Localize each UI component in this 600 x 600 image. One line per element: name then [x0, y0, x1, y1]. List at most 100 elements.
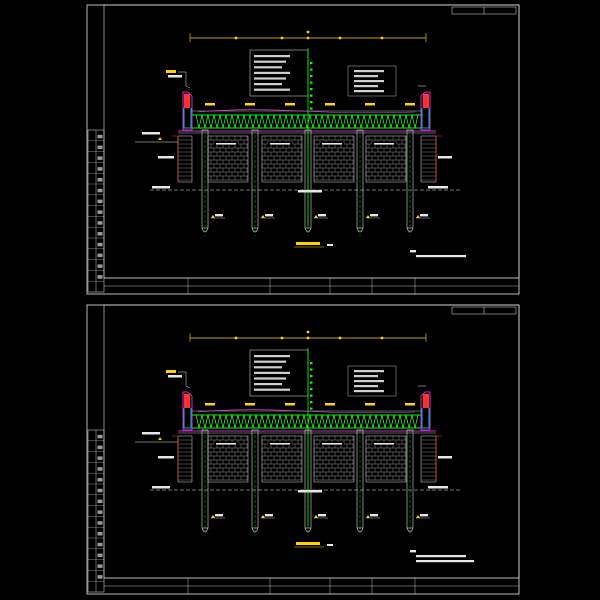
- gridline-marker-icon: [380, 336, 384, 340]
- elevation-marker-icon: [166, 370, 176, 373]
- pile-tip-text: [370, 514, 378, 517]
- deck-label: [325, 403, 335, 406]
- right-legend-text: [354, 375, 378, 378]
- right-legend-text: [354, 390, 384, 393]
- right-legend-text: [354, 75, 378, 78]
- left-strip-text: [97, 564, 103, 568]
- left-strip-text: [97, 532, 103, 536]
- gridline-marker-icon: [306, 36, 310, 40]
- pile: [251, 429, 275, 536]
- left-strip-text: [97, 242, 103, 247]
- note-line-text: [416, 555, 466, 558]
- pile-tip-text: [265, 514, 273, 517]
- gridline-marker-icon: [306, 330, 310, 334]
- right-legend-text: [354, 70, 384, 73]
- water-level-text: [142, 132, 160, 135]
- left-parapet-core: [184, 94, 190, 108]
- gridline-marker-icon: [306, 30, 310, 34]
- pile-tip-marker-icon: [314, 215, 318, 218]
- deck-label: [285, 103, 295, 106]
- left-strip-text: [97, 145, 103, 150]
- brick-bays: [207, 135, 407, 183]
- elevation-marker-icon: [158, 437, 162, 440]
- left-strip-text: [97, 521, 103, 525]
- legend-text: [254, 355, 290, 358]
- centerline-tick: [310, 381, 313, 384]
- bay-label: [322, 443, 342, 445]
- gridline-marker-icon: [338, 36, 342, 40]
- left-strip-text: [97, 553, 103, 558]
- pile: [251, 129, 275, 236]
- centerline-tick: [310, 75, 313, 78]
- right-legend-text: [354, 370, 384, 373]
- left-strip-text: [97, 210, 103, 214]
- pile-tip-marker-icon: [261, 515, 265, 518]
- note-line-text: [416, 560, 474, 563]
- bay-label: [374, 143, 394, 145]
- pile-tip-text: [318, 514, 326, 517]
- pile-tip-marker-icon: [314, 515, 318, 518]
- leader-line: [178, 71, 191, 89]
- sheet-top: [86, 4, 520, 295]
- deck-label: [205, 403, 215, 406]
- right-parapet: [420, 391, 431, 431]
- legend-text: [254, 366, 282, 369]
- gridline-marker-icon: [338, 336, 342, 340]
- legend-text: [254, 371, 290, 374]
- left-parapet-liner: [183, 408, 192, 429]
- deck-label: [405, 403, 415, 406]
- left-strip-text: [97, 456, 103, 460]
- pile-tip-text: [215, 214, 223, 217]
- legend-text: [254, 88, 290, 91]
- left-strip-text: [97, 542, 103, 547]
- deck-label: [245, 403, 255, 406]
- bed-level-text: [158, 156, 174, 159]
- deck-truss: [195, 414, 419, 429]
- left-parapet-liner: [183, 108, 192, 129]
- elevation-text: [168, 75, 182, 78]
- left-strip-text: [97, 156, 103, 160]
- legend-text: [254, 377, 286, 380]
- deck-truss: [195, 114, 419, 129]
- pile-tip-text: [420, 214, 428, 217]
- centerline-tick: [310, 362, 313, 365]
- right-ground-text: [428, 486, 448, 489]
- deck-label: [365, 103, 375, 106]
- brick-bays: [207, 435, 407, 483]
- centerline-tick: [310, 368, 313, 371]
- left-strip-text: [97, 575, 103, 579]
- pile-tip-marker-icon: [366, 515, 370, 518]
- pile: [201, 429, 225, 536]
- gridline-marker-icon: [234, 36, 238, 40]
- right-parapet-liner: [421, 408, 430, 429]
- centerline-tick: [310, 88, 313, 91]
- pile-tip-marker-icon: [211, 215, 215, 218]
- right-legend-box: [347, 365, 397, 397]
- pile-tip-marker-icon: [416, 215, 420, 218]
- centerline-tick: [310, 107, 313, 110]
- left-strip-text: [97, 167, 103, 171]
- centerline-tick: [310, 62, 313, 65]
- deck-label: [405, 103, 415, 106]
- deck-label: [365, 403, 375, 406]
- left-strip-text: [97, 499, 103, 504]
- left-strip-text: [97, 232, 103, 236]
- legend-text: [254, 55, 290, 58]
- pile-tip-marker-icon: [366, 215, 370, 218]
- left-strip-text: [97, 275, 103, 279]
- pile-tip-text: [370, 214, 378, 217]
- left-strip-text: [97, 134, 103, 139]
- legend-text: [254, 383, 282, 386]
- scale-text: [327, 544, 333, 546]
- right-parapet: [420, 91, 431, 131]
- left-strip-text: [97, 434, 103, 439]
- left-strip-text: [97, 199, 103, 204]
- legend-text: [254, 77, 286, 80]
- elevation-text: [168, 375, 182, 378]
- centerline-tick: [310, 394, 313, 397]
- legend-text: [254, 66, 282, 69]
- deck-label: [245, 103, 255, 106]
- right-legend-text: [354, 385, 378, 388]
- pile: [304, 429, 328, 536]
